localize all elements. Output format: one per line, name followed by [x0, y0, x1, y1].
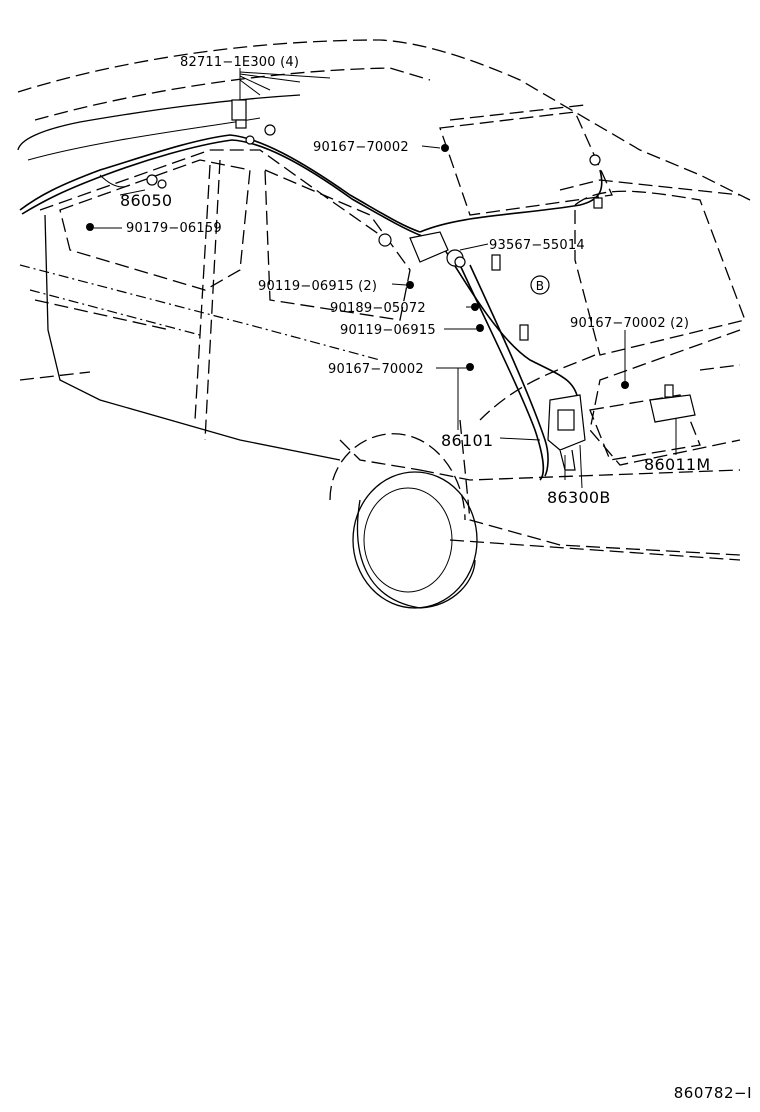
vehicle-body: [17, 39, 751, 609]
callout-b-label: B: [536, 279, 544, 293]
bolt-90167-2: [621, 381, 629, 389]
leader-lines: [94, 68, 677, 489]
antenna-module-86300b: [547, 394, 586, 471]
clips-small: [491, 154, 603, 341]
label-82711-1e300: 82711−1E300 (4): [180, 55, 299, 70]
label-86011m: 86011M: [644, 455, 711, 474]
bolt-90167-top: [441, 144, 449, 152]
label-90167-70002-mid: 90167−70002: [328, 362, 424, 377]
amplifier-unit: [378, 231, 466, 268]
bolt-90119: [476, 324, 484, 332]
plate-antenna-86011m: [649, 384, 696, 423]
callout-b-marker: B: [530, 275, 550, 295]
bolt-90167-mid: [466, 363, 474, 371]
label-90119-06915-qty2: 90119−06915 (2): [258, 279, 377, 294]
diagram-code: 860782−I: [674, 1084, 752, 1102]
label-90167-70002-top: 90167−70002: [313, 140, 409, 155]
label-86300b: 86300B: [547, 488, 611, 507]
label-90167-70002-qty2: 90167−70002 (2): [570, 316, 689, 331]
rear-tire: [352, 471, 478, 609]
antenna-cable-harness: [19, 134, 603, 481]
label-86050: 86050: [120, 191, 172, 210]
clip-90179: [86, 223, 94, 231]
bolt-90119-2: [406, 281, 414, 289]
roof-clips: [231, 99, 276, 145]
label-90179-06159: 90179−06159: [126, 221, 222, 236]
fasteners: [86, 144, 629, 389]
label-90189-05072: 90189−05072: [330, 301, 426, 316]
part-labels: 82711−1E300 (4) 90167−70002 86050 90179−…: [120, 55, 711, 507]
bolt-90189: [471, 303, 479, 311]
label-90119-06915: 90119−06915: [340, 323, 436, 338]
label-86101: 86101: [441, 431, 493, 450]
label-93567-55014: 93567−55014: [489, 238, 585, 253]
